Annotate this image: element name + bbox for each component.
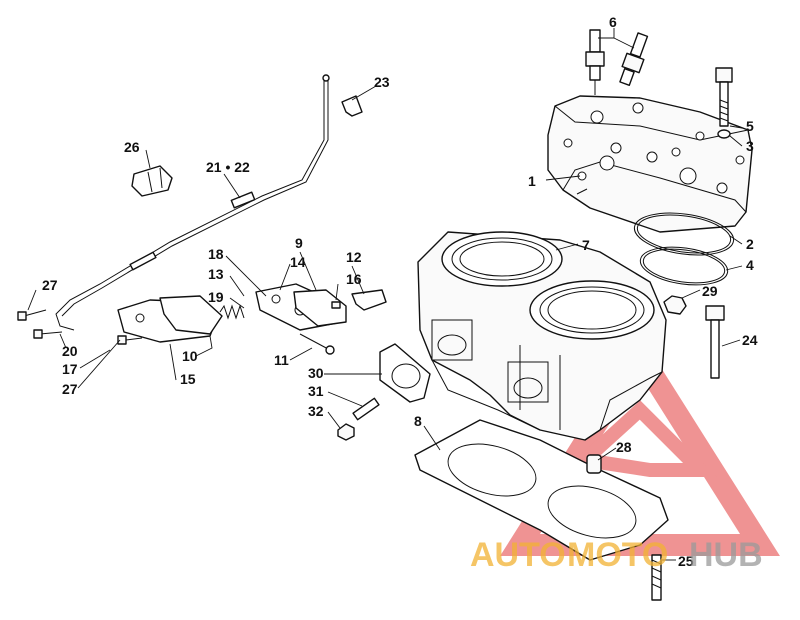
watermark-hub: HUB (689, 536, 763, 574)
cable-clip (341, 95, 363, 117)
callout-30: 30 (308, 365, 324, 381)
exhaust-valve-blade (351, 289, 387, 311)
callout-27b: 27 (62, 381, 78, 397)
callout-25: 25 (678, 553, 694, 569)
callout-27a: 27 (42, 277, 58, 293)
callout-labels: 1 2 3 4 5 6 7 8 9 10 11 12 13 14 15 16 1… (42, 14, 758, 569)
callout-24: 24 (742, 332, 758, 348)
hex-nut-top (663, 295, 687, 315)
screw-mid (33, 329, 63, 339)
flange-nut (337, 423, 355, 441)
cylinder-head (547, 95, 753, 233)
valve-gasket (293, 289, 347, 327)
valve-spring (219, 304, 245, 320)
washer (717, 129, 731, 139)
callout-12: 12 (346, 249, 362, 265)
callout-5: 5 (746, 118, 754, 134)
callout-16: 16 (346, 271, 362, 287)
callout-14: 14 (290, 254, 306, 270)
leader-lines (27, 28, 743, 561)
callout-15: 15 (180, 371, 196, 387)
head-bolt (715, 67, 733, 127)
callout-13: 13 (208, 266, 224, 282)
callout-8: 8 (414, 413, 422, 429)
callout-1: 1 (528, 173, 536, 189)
o-ring-lower (639, 246, 729, 286)
callout-26: 26 (124, 139, 140, 155)
screw-bottom (117, 335, 143, 345)
watermark-moto: MOTO (567, 536, 668, 574)
watermark-auto: AUTO (470, 536, 566, 574)
callout-7: 7 (582, 237, 590, 253)
valve-pin (331, 301, 341, 309)
callout-21-22: 21 • 22 (206, 159, 250, 175)
callout-23: 23 (374, 74, 390, 90)
callout-9: 9 (295, 235, 303, 251)
callout-11: 11 (274, 352, 289, 368)
callout-17: 17 (62, 361, 78, 377)
valve-bolt (299, 333, 335, 355)
callout-2: 2 (746, 236, 754, 252)
callout-28: 28 (616, 439, 632, 455)
callout-18: 18 (208, 246, 224, 262)
spark-plug-right (619, 32, 649, 86)
actuator-plate (159, 295, 223, 335)
long-stud-upper (705, 305, 725, 379)
callout-32: 32 (308, 403, 324, 419)
callout-3: 3 (746, 138, 754, 154)
long-stud-lower (651, 554, 662, 601)
exhaust-stud (352, 397, 380, 421)
callout-19: 19 (208, 289, 224, 305)
exhaust-gasket (379, 343, 431, 403)
callout-20: 20 (62, 343, 78, 359)
valve-cable (55, 74, 330, 331)
screw-top (17, 309, 47, 321)
callout-4: 4 (746, 257, 754, 273)
cylinder-block (417, 231, 667, 441)
o-ring-upper (633, 212, 735, 256)
callout-10: 10 (182, 348, 198, 364)
callout-29: 29 (702, 283, 718, 299)
spark-plug-left (585, 29, 605, 95)
base-gasket (414, 419, 669, 561)
callout-31: 31 (308, 383, 324, 399)
callout-6: 6 (609, 14, 617, 30)
rubber-grommet (131, 165, 173, 197)
dowel-pin (586, 454, 602, 474)
watermark-text: AUTO MOTO HUB (470, 536, 763, 574)
